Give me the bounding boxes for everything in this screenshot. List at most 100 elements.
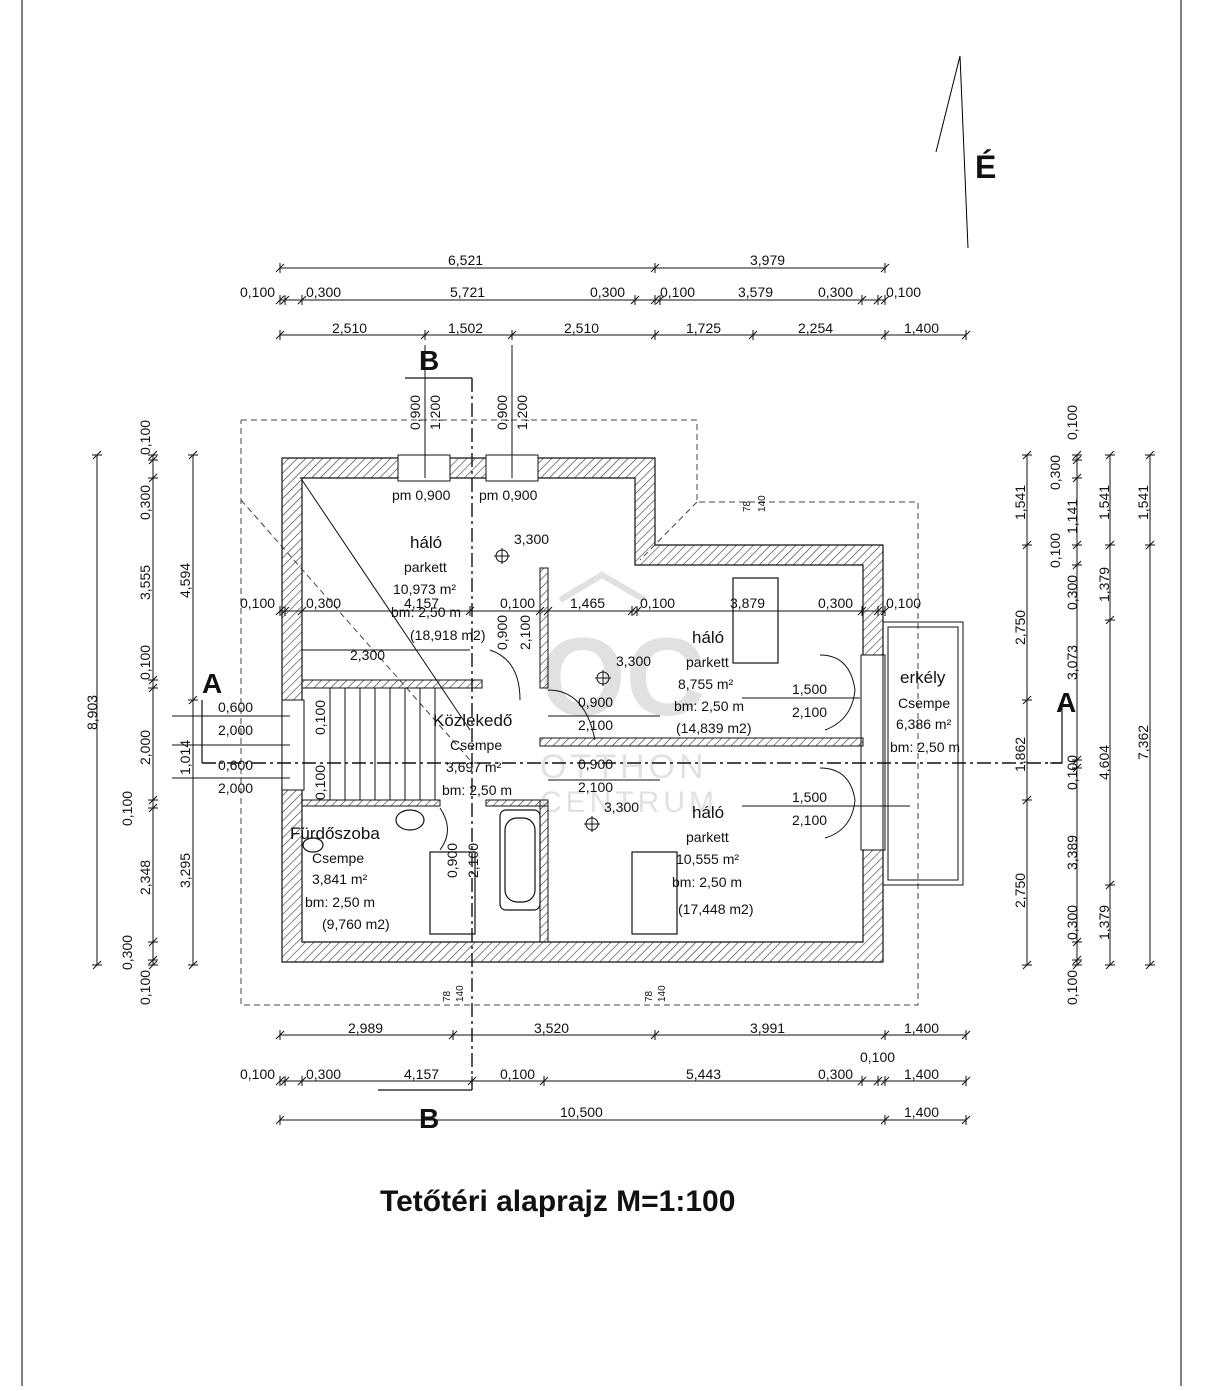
balcony	[882, 621, 964, 886]
dim: 5,443	[686, 1066, 721, 1082]
room-perimeter: (14,839 m2)	[676, 720, 751, 736]
dim: 0,100	[500, 595, 535, 611]
dim: 2,989	[348, 1020, 383, 1036]
dim: 3,389	[1064, 835, 1080, 870]
dim: 1,400	[904, 320, 939, 336]
dim: 1,400	[904, 1066, 939, 1082]
dim: 0,100	[137, 970, 153, 1005]
room-area: 6,386 m²	[896, 716, 952, 732]
dim: 0,900	[494, 615, 510, 650]
room-kozlekedo: Közlekedő Csempe 3,697 m² bm: 2,50 m	[433, 711, 512, 798]
door-swings	[439, 649, 856, 851]
dim: 1,379	[1096, 567, 1112, 602]
room-halo-1: háló parkett 10,973 m² bm: 2,50 m (18,91…	[391, 533, 485, 643]
dim: 2,750	[1012, 873, 1028, 908]
room-area: 10,973 m²	[393, 581, 456, 597]
room-height: bm: 2,50 m	[890, 739, 960, 755]
dim: 0,100	[1047, 533, 1063, 568]
room-name: háló	[410, 533, 442, 552]
dim: 0,300	[818, 284, 853, 300]
section-a-right: A	[1056, 687, 1076, 718]
bathtub	[499, 809, 541, 911]
room-area: 3,697 m²	[446, 759, 502, 775]
dims-left: 8,903 4,594 3,295 0,100 3,555 0,300 0,10…	[84, 420, 193, 1005]
dim: pm 0,900	[392, 487, 451, 503]
room-halo-3: háló parkett 10,555 m² bm: 2,50 m (17,44…	[672, 803, 753, 917]
bed-2	[631, 851, 678, 935]
bed-1	[732, 577, 779, 664]
dim: 2,510	[332, 320, 367, 336]
dim: 0,100	[886, 595, 921, 611]
room-floor: Csempe	[450, 737, 502, 753]
dim: 0,100	[886, 284, 921, 300]
room-name: Közlekedő	[433, 711, 512, 730]
room-halo-2: háló parkett 8,755 m² bm: 2,50 m (14,839…	[674, 628, 751, 736]
room-height: bm: 2,50 m	[305, 894, 375, 910]
dim: 6,521	[448, 252, 483, 268]
dim: 3,555	[137, 565, 153, 600]
dim: 0,100	[1064, 970, 1080, 1005]
dim: 0,100	[240, 595, 275, 611]
dim: 0,900	[407, 395, 423, 430]
bed-dim: 140	[657, 985, 668, 1002]
dim: 1,541	[1012, 485, 1028, 520]
dim: 1,500	[792, 789, 827, 805]
level-markers	[494, 548, 611, 832]
dim: 4,157	[404, 595, 439, 611]
dim: 3,991	[750, 1020, 785, 1036]
dim: 1,141	[1064, 499, 1080, 534]
dim: 2,000	[137, 730, 153, 765]
room-floor: parkett	[686, 654, 729, 670]
dim: 2,254	[798, 320, 833, 336]
interior-dims: 0,100 0,300 4,157 0,100 1,465 0,100 3,87…	[218, 395, 921, 1002]
dim: 0,300	[1064, 575, 1080, 610]
dim: 0,100	[137, 420, 153, 455]
dimension-lines	[92, 263, 1155, 1125]
dim: 0,300	[119, 935, 135, 970]
dim: 0,900	[578, 694, 613, 710]
north-label: É	[975, 149, 996, 185]
dim: 2,100	[465, 843, 481, 878]
dim: 0,300	[306, 1066, 341, 1082]
dim: 1,541	[1096, 485, 1112, 520]
dim: 2,300	[350, 647, 385, 663]
dim: 0,300	[818, 595, 853, 611]
north-arrow: É	[935, 55, 996, 249]
dim: 0,300	[1047, 455, 1063, 490]
washbasin	[395, 809, 425, 831]
dim: 0,100	[137, 645, 153, 680]
dim: 2,100	[792, 704, 827, 720]
dim: 1,465	[570, 595, 605, 611]
dim: 1,862	[1012, 737, 1028, 772]
bed-dim: 78	[442, 990, 453, 1002]
dim: 0,100	[1064, 755, 1080, 790]
dim: 1,400	[904, 1104, 939, 1120]
dim: 2,100	[792, 812, 827, 828]
staircase	[301, 479, 471, 801]
room-height: bm: 2,50 m	[391, 604, 461, 620]
dim: 3,295	[177, 853, 193, 888]
bed-dim: 140	[455, 985, 466, 1002]
dim: 0,100	[860, 1049, 895, 1065]
room-floor: parkett	[686, 829, 729, 845]
dim: 0,100	[1064, 405, 1080, 440]
page-title: Tetőtéri alaprajz M=1:100	[380, 1185, 735, 1218]
room-height: bm: 2,50 m	[674, 698, 744, 714]
dim: 0,900	[578, 756, 613, 772]
room-name: háló	[692, 803, 724, 822]
room-furdoszoba: Fürdőszoba Csempe 3,841 m² bm: 2,50 m (9…	[290, 824, 390, 932]
dim: 0,100	[500, 1066, 535, 1082]
bed-3	[429, 851, 476, 935]
dim: pm 0,900	[479, 487, 538, 503]
dim: 5,721	[450, 284, 485, 300]
dim: 2,000	[218, 722, 253, 738]
dim: 8,903	[84, 695, 100, 730]
room-area: 3,841 m²	[312, 871, 368, 887]
room-floor: parkett	[404, 559, 447, 575]
room-perimeter: (17,448 m2)	[678, 901, 753, 917]
dims-right: 1,541 2,750 1,862 2,750 0,100 0,300 1,14…	[1012, 405, 1151, 1005]
dim: 0,600	[218, 699, 253, 715]
dim: 3,073	[1064, 645, 1080, 680]
dim: 2,100	[578, 717, 613, 733]
dims-top: 6,521 3,979 0,100 0,300 5,721 0,300 0,10…	[240, 252, 939, 336]
